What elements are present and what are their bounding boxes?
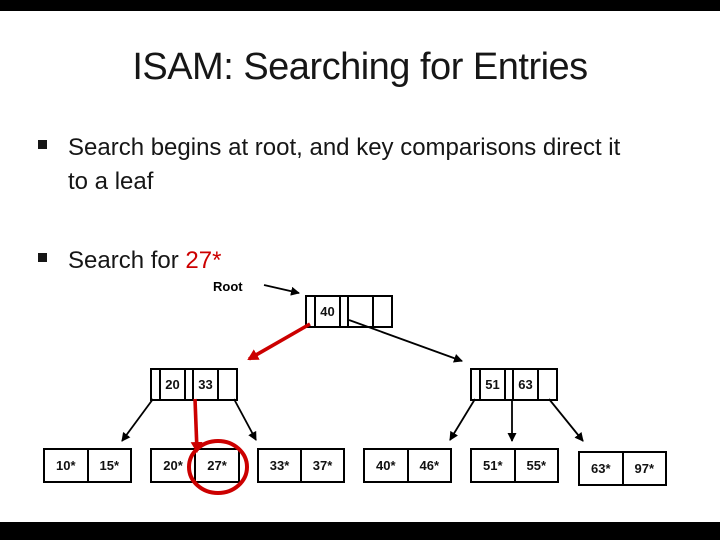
leaf-page-1: 10* 15*: [43, 448, 132, 483]
left-index-node: 20 33: [150, 368, 238, 401]
leaf-page-4: 40* 46*: [363, 448, 452, 483]
bullet-square-icon: [38, 253, 47, 262]
search-key-value: 27*: [185, 247, 222, 274]
leaf-page-2: 20* 27*: [150, 448, 240, 483]
bullet-text: Search begins at root, and key compariso…: [68, 131, 688, 199]
top-letterbox-bar: [0, 0, 720, 11]
pointer-cell: [506, 370, 514, 399]
key-cell: [349, 297, 374, 326]
pointer-cell: [539, 370, 548, 399]
key-cell: 20: [161, 370, 186, 399]
leaf-entry: 20*: [152, 450, 196, 481]
leaf-entry-highlighted: 27*: [207, 458, 227, 473]
search-for-label: Search for: [68, 247, 186, 274]
pointer-cell: [341, 297, 349, 326]
bullet-line2: to a leaf: [68, 168, 154, 195]
pointer-cell: [219, 370, 228, 399]
slide-title: ISAM: Searching for Entries: [132, 46, 588, 88]
bullet-square-icon: [38, 140, 47, 149]
leaf-page-3: 33* 37*: [257, 448, 345, 483]
edge-right-to-leaf6: [548, 398, 584, 442]
bullet-line1: Search begins at root, and key compariso…: [68, 134, 621, 161]
leaf-entry: 97*: [634, 461, 655, 476]
leaf-entry: 46*: [419, 458, 440, 473]
pointer-cell: [186, 370, 194, 399]
edge-left-to-leaf1: [121, 398, 154, 442]
key-cell: 63: [514, 370, 539, 399]
bullet-search-begins: Search begins at root, and key compariso…: [38, 131, 688, 199]
edge-left-to-leaf3: [233, 398, 257, 441]
leaf-page-6: 63* 97*: [578, 451, 667, 486]
key-cell: 40: [316, 297, 341, 326]
bottom-letterbox-bar: [0, 522, 720, 540]
search-path-arrow-root-to-left: [247, 322, 311, 361]
right-index-node: 51 63: [470, 368, 558, 401]
leaf-entry: 63*: [580, 453, 624, 484]
root-label-arrow: [263, 284, 300, 296]
edge-right-to-leaf4: [449, 398, 476, 441]
bullet-text: Search for 27*: [68, 244, 688, 278]
root-index-node: 40: [305, 295, 393, 328]
leaf-entry: 55*: [526, 458, 547, 473]
pointer-cell: [152, 370, 161, 399]
leaf-entry: 33*: [259, 450, 302, 481]
search-path-arrow-left-to-leaf2: [190, 398, 203, 453]
key-cell: 33: [194, 370, 219, 399]
leaf-page-5: 51* 55*: [470, 448, 559, 483]
pointer-cell: [472, 370, 481, 399]
root-label: Root: [213, 279, 243, 294]
leaf-entry: 40*: [365, 450, 409, 481]
bullet-search-for: Search for 27*: [38, 244, 688, 278]
key-cell: 51: [481, 370, 506, 399]
leaf-entry: 15*: [99, 458, 120, 473]
leaf-entry: 10*: [45, 450, 89, 481]
pointer-cell: [374, 297, 383, 326]
pointer-cell: [307, 297, 316, 326]
leaf-entry: 51*: [472, 450, 516, 481]
leaf-entry: 37*: [312, 458, 333, 473]
